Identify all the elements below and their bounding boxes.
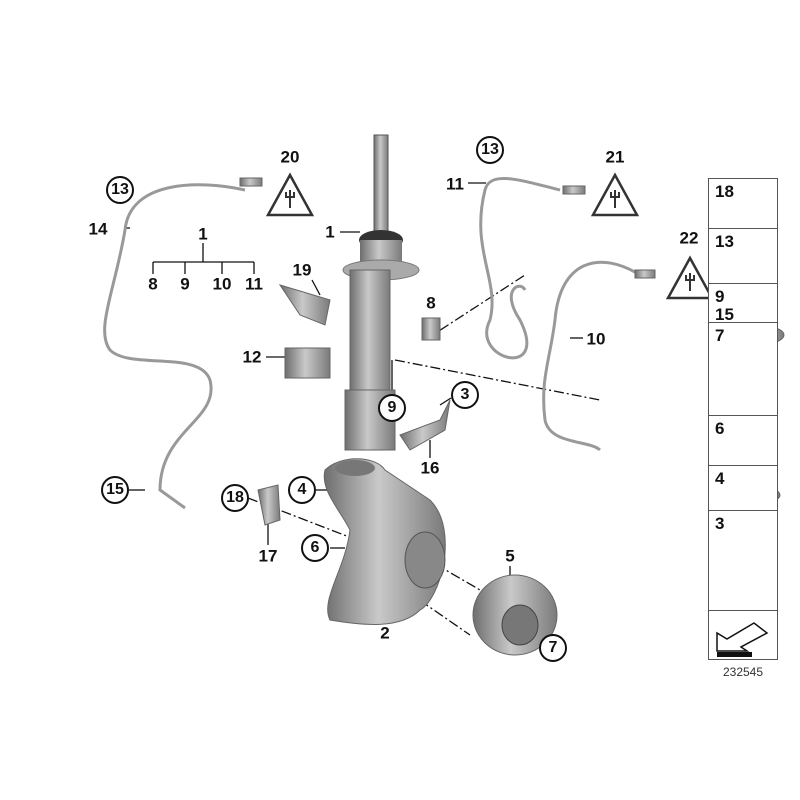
steering-knuckle (323, 458, 446, 625)
callout-15: 15 (101, 476, 129, 504)
callout-7: 7 (539, 634, 567, 662)
callout-6: 6 (301, 534, 329, 562)
reference-number: 232545 (722, 665, 764, 679)
callout-16: 16 (420, 458, 440, 478)
direction-arrow-icon (716, 622, 769, 657)
callout-11: 11 (245, 274, 263, 294)
side-part-box: 4 (708, 465, 778, 511)
callout-10: 10 (586, 329, 606, 349)
side-part-label: 6 (715, 419, 725, 438)
side-part-box: 7 (708, 322, 778, 416)
callout-17: 17 (258, 546, 278, 566)
side-part-box: 3 (708, 510, 778, 611)
callout-22: 22 (679, 228, 699, 248)
side-part-label: 18 (715, 182, 734, 201)
callout-1: 1 (325, 222, 335, 242)
side-part-box: 6 (708, 415, 778, 466)
callout-9: 9 (378, 394, 406, 422)
callout-13: 13 (476, 136, 504, 164)
side-part-label: 7 (715, 326, 725, 345)
callout-21: 21 (605, 147, 625, 167)
side-part-label: 4 (715, 469, 725, 488)
callout-11: 11 (446, 174, 464, 194)
callout-9: 9 (180, 274, 190, 294)
wheel-hub (472, 574, 558, 656)
callout-13: 13 (106, 176, 134, 204)
callout-3: 3 (451, 381, 479, 409)
side-part-label: 9 15 (715, 287, 734, 324)
callout-4: 4 (288, 476, 316, 504)
callout-12: 12 (242, 347, 262, 367)
callout-10: 10 (212, 274, 232, 294)
callout-18: 18 (221, 484, 249, 512)
callout-20: 20 (280, 147, 300, 167)
sensor-cables (103, 176, 641, 510)
callout-2: 2 (380, 623, 390, 643)
callout-8: 8 (426, 293, 436, 313)
side-part-box: 18 (708, 178, 778, 229)
callout-14: 14 (88, 219, 108, 239)
callout-19: 19 (292, 260, 312, 280)
small-parts (239, 177, 656, 526)
side-part-label: 13 (715, 232, 734, 251)
callout-1: 1 (198, 224, 208, 244)
callout-8: 8 (148, 274, 158, 294)
side-part-box: 9 15 (708, 283, 778, 323)
plug-glyph (285, 190, 695, 291)
side-part-label: 3 (715, 514, 725, 533)
callout-5: 5 (505, 546, 515, 566)
side-part-box: 13 (708, 228, 778, 284)
direction-arrow-box (708, 610, 778, 660)
